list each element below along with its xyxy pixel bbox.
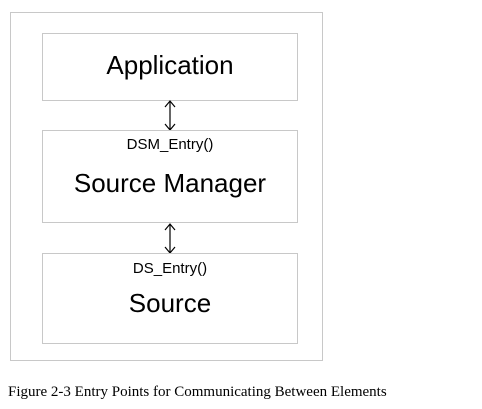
- application-dsm-arrow-icon: [164, 100, 176, 131]
- figure-caption: Figure 2-3 Entry Points for Communicatin…: [8, 384, 387, 400]
- dsm-entry-label: DSM_Entry(): [126, 136, 214, 153]
- diagram-frame: [10, 12, 323, 361]
- dsm-source-arrow-icon: [164, 223, 176, 254]
- source-box: DS_Entry() Source: [42, 253, 298, 344]
- source-label: Source: [128, 288, 212, 318]
- ds-entry-label: DS_Entry(): [132, 260, 208, 277]
- source-manager-label: Source Manager: [73, 168, 267, 198]
- source-manager-box: DSM_Entry() Source Manager: [42, 130, 298, 223]
- application-box: Application: [42, 33, 298, 101]
- application-label: Application: [106, 50, 234, 80]
